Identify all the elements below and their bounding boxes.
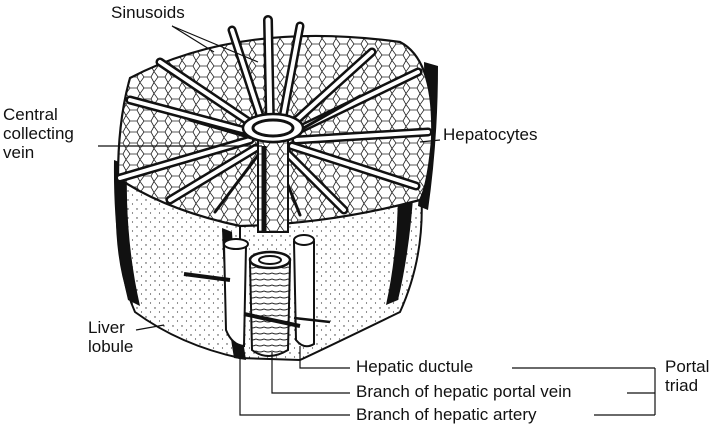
sinusoids-label: Sinusoids — [111, 3, 185, 22]
central-collecting-vein — [241, 112, 305, 233]
central-vein-label-line-3: vein — [3, 143, 35, 163]
hepatic-artery-tube — [222, 242, 248, 348]
portal-vein-tube — [248, 261, 292, 357]
hepatocytes-leader — [419, 139, 441, 143]
right-corner-vein-bar — [386, 184, 414, 305]
portal-vein-leader — [271, 352, 350, 394]
liver-lobule-label-line-2: lobule — [88, 337, 134, 357]
hepatic-ductule-label: Hepatic ductule — [356, 357, 474, 376]
sinusoids-leader — [171, 25, 259, 63]
liver-lobule-label-line-1: Liver — [88, 318, 125, 337]
portal-triad-label-line-2: triad — [665, 376, 699, 396]
portal-triad-label-line-1: Portal — [665, 357, 710, 376]
central-vein-label-line-1: Central — [3, 105, 58, 124]
central-vein-label: Central collecting vein — [3, 105, 74, 163]
artery-branch-label: Branch of hepatic artery — [356, 405, 537, 424]
bile-ductule-tube — [292, 241, 315, 348]
portal-vein-branch-label: Branch of hepatic portal vein — [356, 382, 572, 401]
left-corner-vein-bar — [113, 160, 140, 306]
artery-leader — [239, 352, 350, 416]
hepatic-ductule-leader — [299, 346, 350, 369]
central-vein-label-line-2: collecting — [3, 124, 74, 144]
leader-lines — [98, 25, 656, 416]
triad-bracket — [512, 367, 656, 416]
liver-lobule-leader — [135, 324, 165, 331]
liver-lobule-label: Liver lobule — [88, 318, 133, 356]
portal-triad-tubes — [183, 234, 331, 357]
portal-triad-label: Portal triad — [665, 357, 709, 395]
hepatocytes-label: Hepatocytes — [443, 125, 538, 144]
